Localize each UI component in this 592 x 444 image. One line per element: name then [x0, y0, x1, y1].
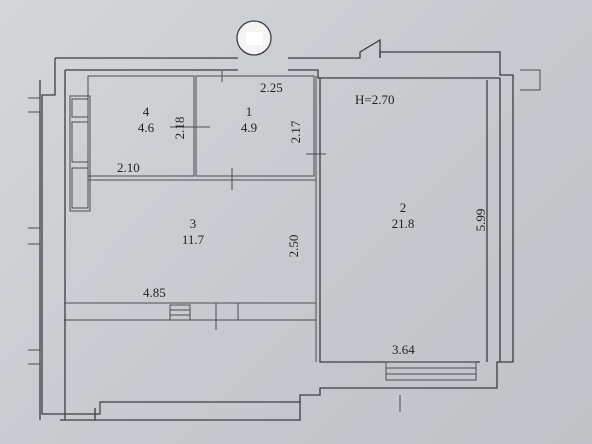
room-2-number: 2	[400, 200, 407, 215]
dimension-2-25: 2.25	[260, 80, 283, 95]
room-1-area: 4.9	[241, 120, 257, 135]
dimension-2-18: 2.18	[172, 117, 187, 140]
dimension-2-50: 2.50	[286, 235, 301, 258]
outer-walls	[28, 38, 541, 421]
window-bottom	[385, 361, 477, 381]
dimension-5-99: 5.99	[473, 209, 488, 232]
room-4-number: 4	[143, 104, 150, 119]
dimension-3-64: 3.64	[392, 342, 415, 357]
room-2-area: 21.8	[392, 216, 415, 231]
stamp-circle	[236, 20, 272, 56]
room-1-number: 1	[246, 104, 253, 119]
room-4-area: 4.6	[138, 120, 155, 135]
room-3-area: 11.7	[182, 232, 205, 247]
fixtures	[69, 95, 191, 321]
dimension-2-17: 2.17	[288, 120, 303, 143]
room-3-number: 3	[190, 216, 197, 231]
ceiling-height-label: H=2.70	[355, 92, 394, 107]
dimension-4-85: 4.85	[143, 285, 166, 300]
dimension-2-10: 2.10	[117, 160, 140, 175]
